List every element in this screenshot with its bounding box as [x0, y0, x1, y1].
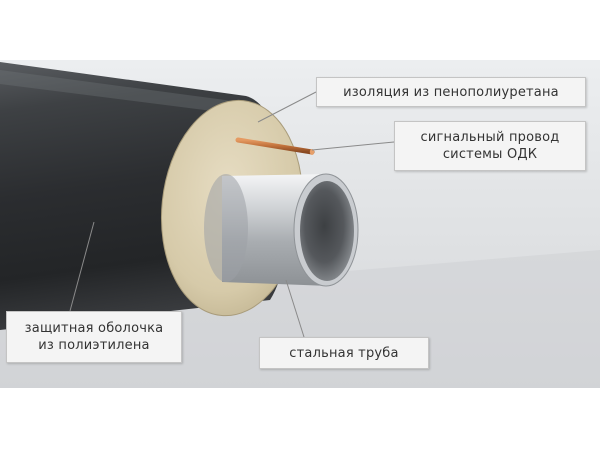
callout-steel-pipe: стальная труба [259, 337, 429, 369]
callout-insulation: изоляция из пенополиуретана [316, 77, 586, 107]
signal-wire-end [309, 149, 315, 155]
callout-insulation-line-1: изоляция из пенополиуретана [343, 85, 559, 100]
leader-steel [285, 279, 305, 338]
callout-protective-shell: защитная оболочка из полиэтилена [6, 311, 182, 363]
steel-pipe-root [204, 174, 248, 282]
callout-steel-line-1: стальная труба [289, 346, 399, 361]
steel-pipe-inner [300, 181, 354, 281]
leader-shell [69, 221, 95, 312]
shell-highlight [0, 70, 240, 114]
leader-signal [311, 141, 395, 151]
callout-signal-line-2: системы ОДК [442, 147, 538, 162]
callout-shell-line-2: из полиэтилена [38, 338, 150, 353]
callout-signal-wire: сигнальный провод системы ОДК [394, 121, 586, 171]
callout-signal-line-1: сигнальный провод [420, 130, 560, 145]
signal-wire [235, 137, 315, 155]
leader-insulation [257, 91, 317, 123]
callout-shell-line-1: защитная оболочка [24, 321, 164, 336]
